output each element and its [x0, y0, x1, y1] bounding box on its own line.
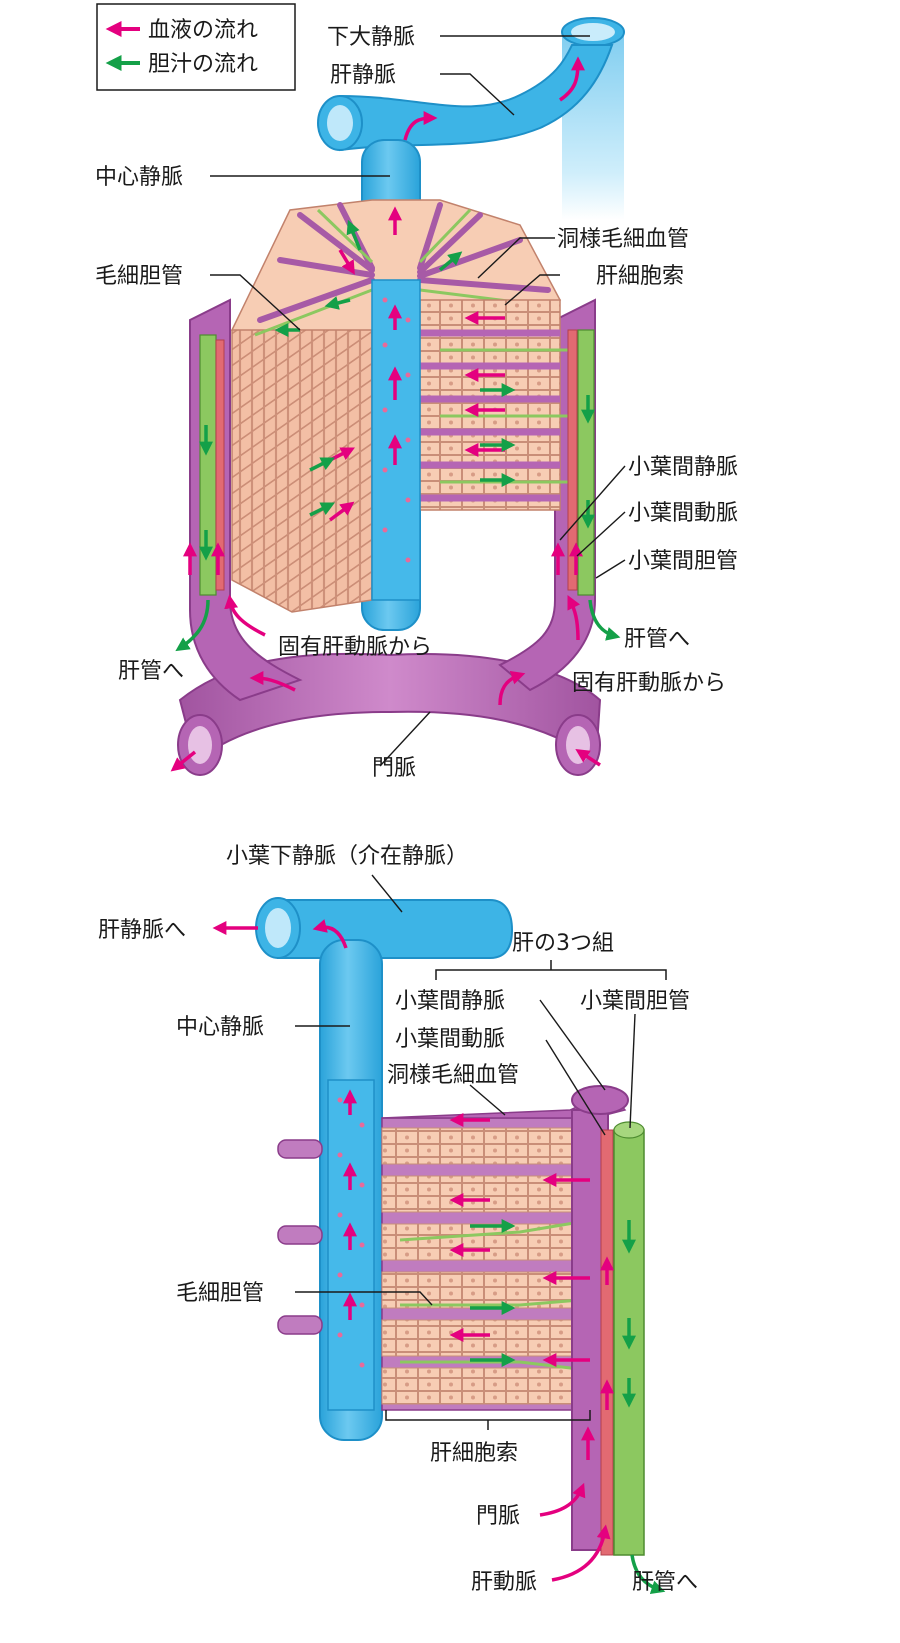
- hepatic-vein-shape: [339, 44, 614, 152]
- legend-blood-label: 血液の流れ: [148, 18, 258, 43]
- label-interlobular-vein: 小葉間静脈: [628, 455, 738, 480]
- label-portal-vein: 門脈: [372, 756, 416, 781]
- label-bottom-interlobular-bile-duct: 小葉間胆管: [580, 989, 690, 1014]
- label-bottom-central-vein: 中心静脈: [176, 1015, 264, 1040]
- label-from-proper-hepatic-artery-center: 固有肝動脈から: [278, 635, 432, 660]
- label-to-hepatic-vein: 肝静脈へ: [98, 918, 186, 943]
- left-interlobular-artery: [215, 339, 225, 591]
- portal-triad-bracket: [435, 960, 667, 980]
- label-bile-canaliculus: 毛細胆管: [95, 264, 183, 289]
- label-to-hepatic-duct-right: 肝管へ: [624, 627, 690, 652]
- label-bottom-interlobular-artery: 小葉間動脈: [395, 1027, 505, 1052]
- sublobular-vein-opening-inner: [265, 908, 291, 948]
- sublobular-vein-shape: [277, 899, 514, 959]
- label-to-hepatic-duct-left: 肝管へ: [118, 659, 184, 684]
- label-sinusoid: 洞様毛細血管: [557, 227, 689, 252]
- lobule-right-sinusoids: [420, 329, 560, 502]
- bottom-interlobular-artery: [600, 1129, 614, 1556]
- label-sublobular-vein: 小葉下静脈（介在静脈）: [226, 844, 468, 869]
- right-interlobular-bile-duct: [577, 329, 595, 596]
- label-inferior-vena-cava: 下大静脈: [327, 25, 415, 50]
- portal-vein-right-opening-inner: [566, 726, 590, 764]
- label-interlobular-bile-duct: 小葉間胆管: [628, 549, 738, 574]
- legend-bile-label: 胆汁の流れ: [148, 52, 258, 77]
- label-hepatic-cord: 肝細胞索: [596, 264, 684, 289]
- label-bottom-interlobular-vein: 小葉間静脈: [395, 989, 505, 1014]
- legend: 血液の流れ 胆汁の流れ: [96, 3, 296, 91]
- label-interlobular-artery: 小葉間動脈: [628, 501, 738, 526]
- top-diagram: 下大静脈 肝静脈 中心静脈 洞様毛細血管 毛細胆管 肝細胞索 小葉間静脈 小葉間…: [95, 17, 738, 781]
- label-hepatic-vein: 肝静脈: [330, 63, 396, 88]
- bottom-diagram: 小葉下静脈（介在静脈） 肝静脈へ 肝の3つ組 小葉間静脈 小葉間胆管 中心静脈 …: [98, 844, 698, 1595]
- top-leader-lines: [210, 35, 626, 767]
- bottom-leader-lines: [295, 874, 636, 1306]
- label-from-proper-hepatic-artery-right: 固有肝動脈から: [572, 671, 726, 696]
- label-bottom-bile-canaliculus: 毛細胆管: [176, 1281, 264, 1306]
- label-central-vein: 中心静脈: [95, 165, 183, 190]
- left-interlobular-bile-duct: [199, 334, 217, 596]
- label-portal-triad: 肝の3つ組: [512, 931, 614, 956]
- bottom-bile-flow-arrows: [470, 1219, 666, 1594]
- label-bottom-sinusoid: 洞様毛細血管: [387, 1063, 519, 1088]
- bottom-interlobular-vein-top: [571, 1085, 629, 1115]
- label-bottom-hepatic-artery: 肝動脈: [471, 1570, 537, 1595]
- hepatic-vein-opening-inner: [327, 105, 353, 141]
- label-bottom-hepatic-cord: 肝細胞索: [430, 1441, 518, 1466]
- bottom-bile-duct-top: [613, 1121, 645, 1139]
- label-bottom-to-hepatic-duct: 肝管へ: [632, 1570, 698, 1595]
- hepatic-cord-bracket: [385, 1410, 591, 1430]
- bottom-blood-flow-arrows: [212, 919, 614, 1582]
- bottom-central-vein-pores: [337, 1097, 365, 1368]
- portal-vein-left-opening-inner: [188, 726, 212, 764]
- central-vein-pores: [382, 297, 411, 563]
- ivc-opening-inner: [571, 23, 615, 41]
- top-bile-flow-arrows: [175, 219, 621, 652]
- right-interlobular-artery: [567, 329, 578, 591]
- legend-box: [96, 3, 296, 91]
- label-bottom-portal-vein: 門脈: [476, 1504, 520, 1529]
- top-blood-flow-arrows: [170, 56, 601, 772]
- side-branch-stubs: [277, 1139, 323, 1335]
